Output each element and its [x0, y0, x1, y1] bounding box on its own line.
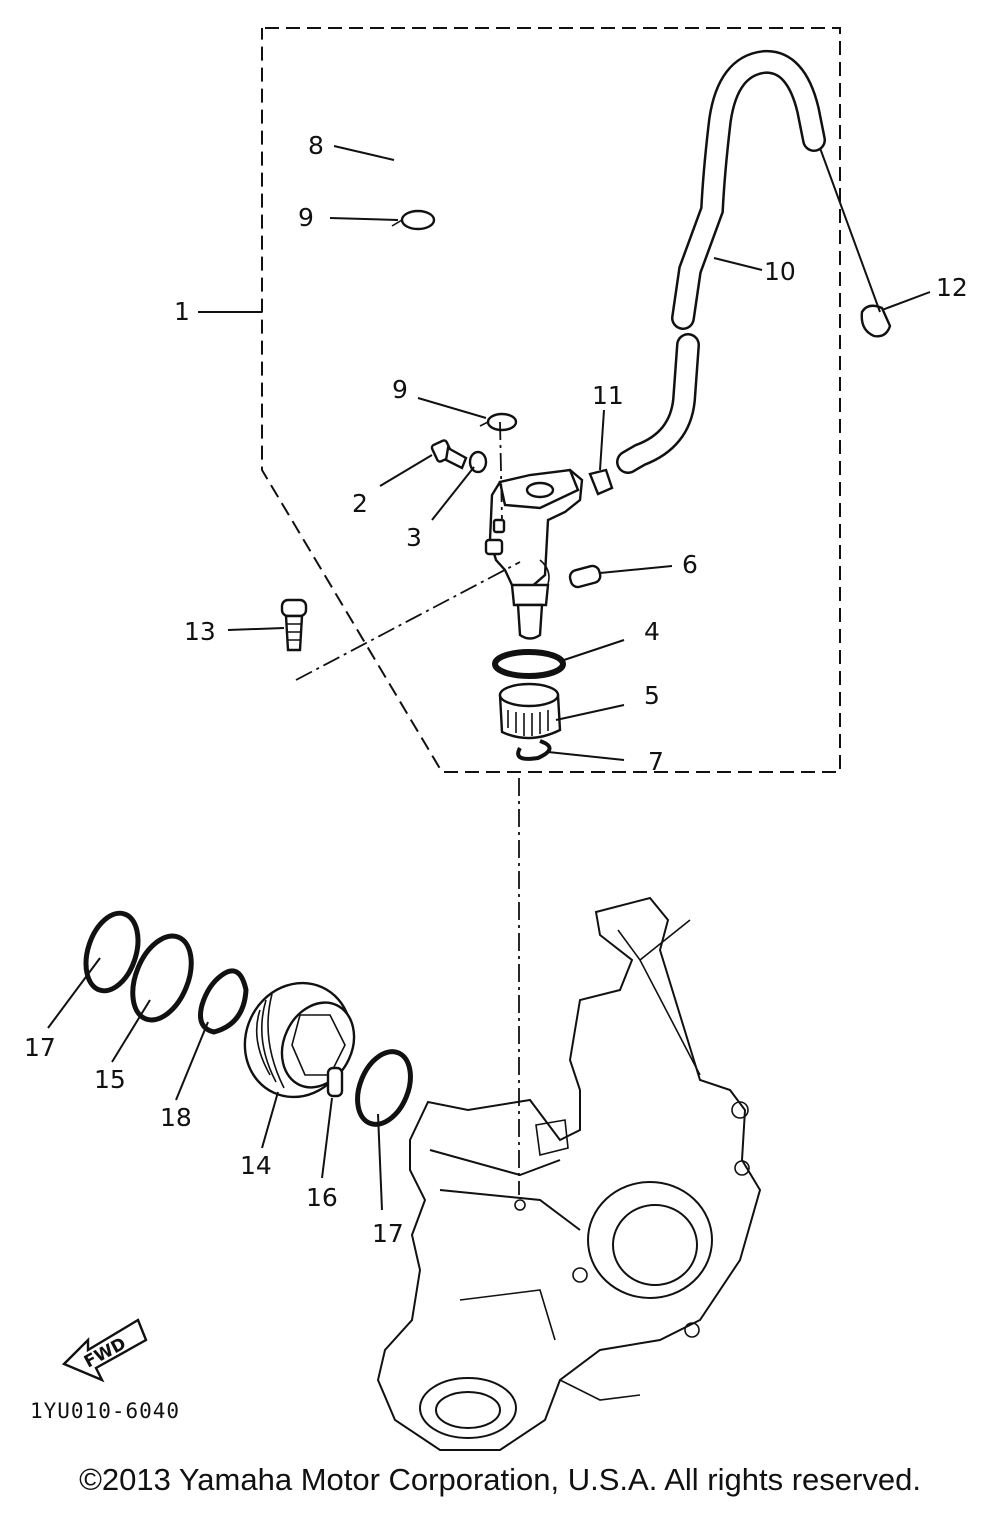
washer-15 — [130, 933, 194, 1023]
callout-10: 10 — [764, 257, 796, 286]
hose-8 — [385, 82, 510, 395]
crankcase-housing — [376, 896, 762, 1451]
callout-17-right: 17 — [372, 1219, 404, 1248]
assembly-boundary — [261, 27, 841, 773]
pin-6 — [568, 564, 602, 589]
callout-17-left: 17 — [24, 1033, 56, 1062]
bearing-14 — [243, 981, 356, 1099]
cap-12 — [860, 304, 892, 338]
copyright-notice: ©2013 Yamaha Motor Corporation, U.S.A. A… — [79, 1462, 921, 1497]
callout-11: 11 — [592, 381, 624, 410]
callout-12: 12 — [936, 273, 968, 302]
callout-3: 3 — [406, 523, 422, 552]
fwd-arrow-icon: FWD — [61, 1318, 148, 1383]
callout-13: 13 — [184, 617, 216, 646]
leader-lines — [47, 145, 931, 1211]
bolt-2 — [430, 439, 468, 470]
callout-18: 18 — [160, 1103, 192, 1132]
callout-2: 2 — [352, 489, 368, 518]
bolt-13 — [280, 598, 308, 652]
diagram-code: 1YU010-6040 — [30, 1399, 180, 1423]
callout-7: 7 — [648, 747, 664, 776]
snap-ring-17-left — [83, 910, 141, 994]
callout-6: 6 — [682, 550, 698, 579]
fitting-11 — [588, 468, 614, 496]
clip-9-upper — [391, 209, 436, 231]
snap-ring-17-right — [355, 1049, 413, 1127]
callout-16: 16 — [306, 1183, 338, 1212]
callout-1: 1 — [174, 297, 190, 326]
callout-15: 15 — [94, 1065, 126, 1094]
callout-8: 8 — [308, 131, 324, 160]
dowel-16 — [326, 1066, 344, 1098]
oil-pump-body — [484, 468, 584, 640]
hose-10 — [616, 50, 826, 474]
callout-9-lower: 9 — [392, 375, 408, 404]
callout-14: 14 — [240, 1151, 272, 1180]
circlip-7 — [516, 739, 552, 761]
pump-axis-line — [499, 421, 503, 521]
callout-9-upper: 9 — [298, 203, 314, 232]
clip-9-lower — [479, 412, 518, 432]
gasket-18 — [198, 968, 249, 1035]
mount-axis-line — [295, 561, 521, 681]
callout-5: 5 — [644, 681, 660, 710]
callout-4: 4 — [644, 617, 660, 646]
gear-5 — [498, 682, 562, 740]
o-ring-4 — [492, 649, 566, 679]
